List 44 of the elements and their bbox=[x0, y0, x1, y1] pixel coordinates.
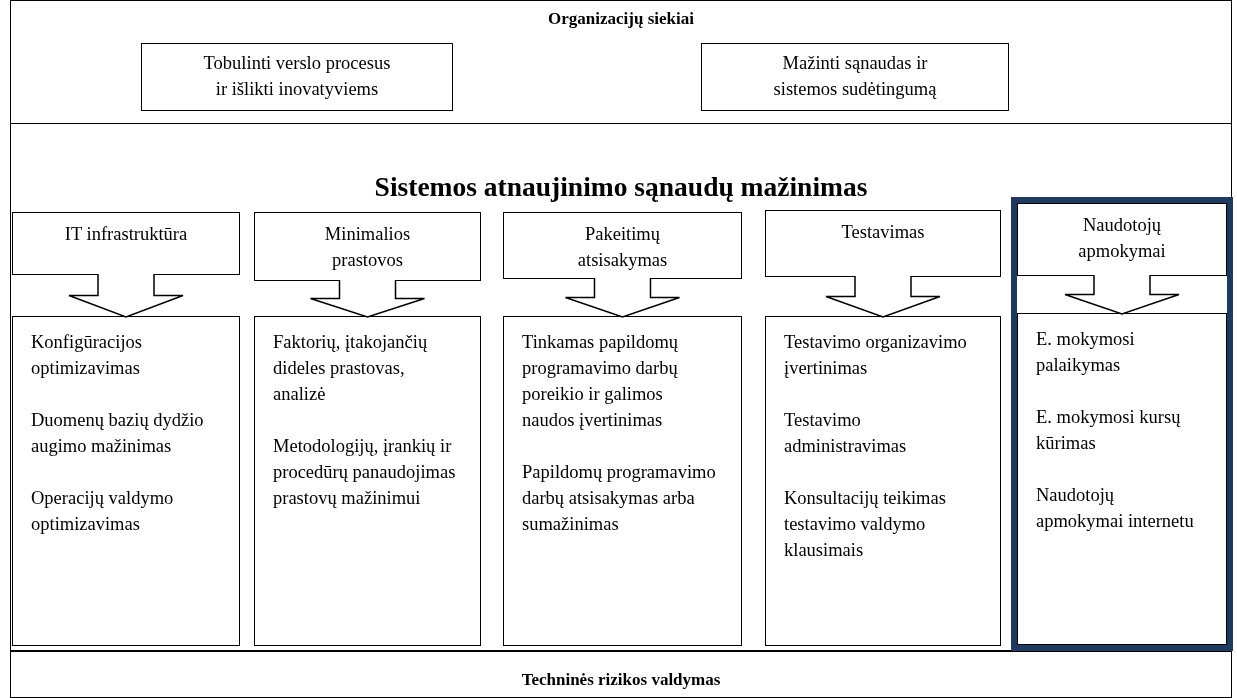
measure-text: E. mokymosi kursų kūrimas bbox=[1036, 406, 1182, 455]
goal-text: Tobulinti verslo procesus ir išlikti inovatyviems bbox=[202, 52, 392, 101]
heading-text: Techninės rizikos valdymas bbox=[521, 670, 721, 690]
category-title: Testavimas bbox=[840, 221, 926, 244]
block-arrow bbox=[1064, 274, 1180, 315]
goal-box bbox=[141, 43, 453, 111]
measure-text: Papildomų programavimo darbų atsisakymas arba sumažinimas bbox=[522, 461, 717, 536]
category-box bbox=[765, 210, 1001, 277]
measures-box bbox=[1017, 313, 1227, 645]
footer-band bbox=[10, 651, 1232, 698]
measure-text: Konsultacijų teikimas testavimo valdymo klausimais bbox=[784, 487, 947, 562]
measure-text: Konfigūracijos optimizavimas bbox=[31, 331, 143, 380]
measure-text: E. mokymosi palaikymas bbox=[1036, 328, 1136, 377]
block-arrow bbox=[309, 279, 426, 318]
measure-text: Operacijų valdymo optimizavimas bbox=[31, 487, 175, 536]
category-title: Naudotojų apmokymai bbox=[1077, 214, 1167, 263]
measure-text: Testavimo organizavimo įvertinimas bbox=[784, 331, 968, 380]
measures-box bbox=[503, 316, 742, 646]
category-box bbox=[12, 212, 240, 275]
main-band bbox=[10, 123, 1232, 651]
category-box bbox=[503, 212, 742, 279]
measures-box bbox=[12, 316, 240, 646]
measure-text: Faktorių, įtakojančių dideles prastovas, analizė bbox=[273, 331, 429, 406]
measure-text: Tinkamas papildomų programavimo darbų poreikio ir galimos naudos įvertinimas bbox=[522, 331, 680, 432]
block-arrow bbox=[825, 275, 941, 318]
category-title: Minimalios prastovos bbox=[323, 223, 412, 272]
measure-text: Naudotojų apmokymai internetu bbox=[1036, 484, 1195, 533]
heading-text: Organizacijų siekiai bbox=[548, 9, 694, 29]
category-title: IT infrastruktūra bbox=[63, 223, 189, 246]
block-arrow bbox=[564, 277, 681, 318]
block-arrow bbox=[68, 273, 184, 318]
measure-text: Duomenų bazių dydžio augimo mažinimas bbox=[31, 409, 205, 458]
category-title: Pakeitimų atsisakymas bbox=[576, 223, 669, 272]
measures-box bbox=[765, 316, 1001, 646]
measures-box bbox=[254, 316, 481, 646]
category-box bbox=[254, 212, 481, 281]
goal-text: Mažinti sąnaudas ir sistemos sudėtingumą bbox=[772, 52, 938, 101]
goal-box bbox=[701, 43, 1009, 111]
heading-text: Sistemos atnaujinimo sąnaudų mažinimas bbox=[374, 171, 868, 203]
measure-text: Testavimo administravimas bbox=[784, 409, 908, 458]
highlight-frame bbox=[1011, 197, 1233, 651]
goals-band bbox=[10, 0, 1232, 124]
category-box bbox=[1017, 203, 1227, 276]
measure-text: Metodologijų, įrankių ir procedūrų panaudojimas prastovų mažinimui bbox=[273, 435, 457, 510]
